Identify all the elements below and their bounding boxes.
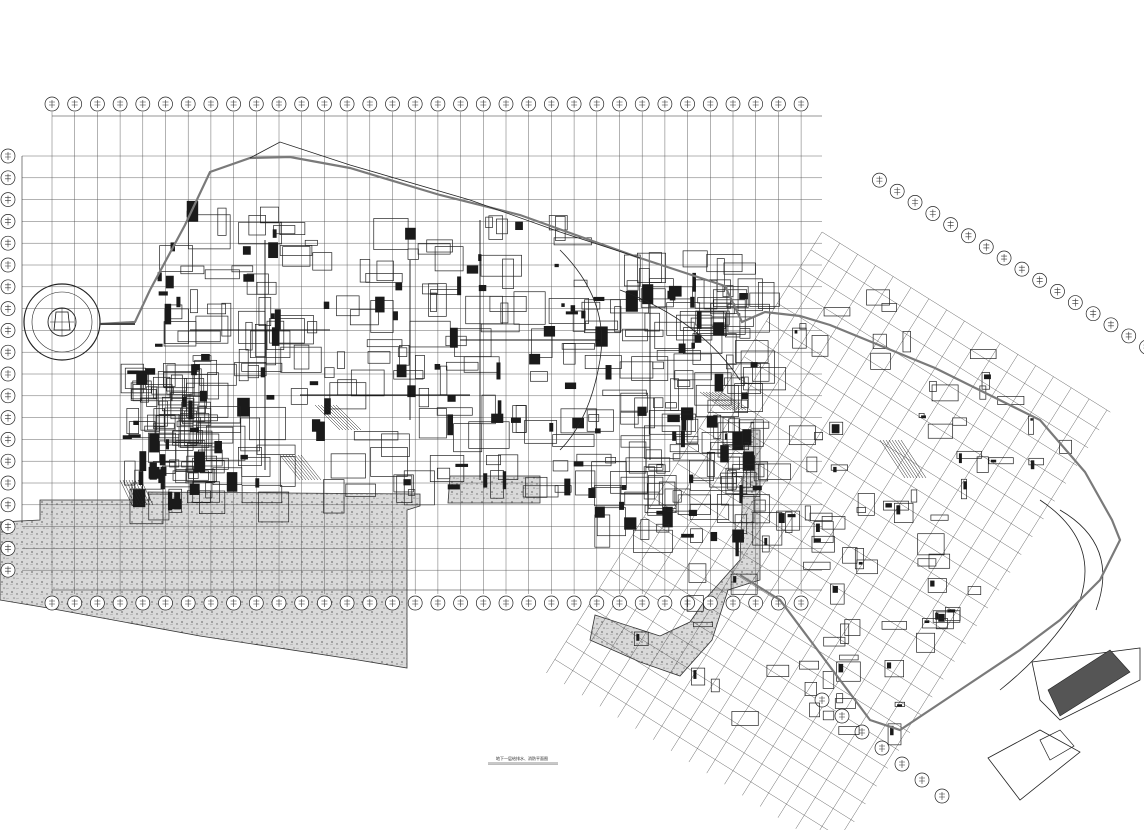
hatched-zone-southwest [0, 491, 421, 669]
adjacent-building-block [987, 647, 1141, 801]
structural-grid-main [21, 112, 822, 594]
drawing-title: 地下一层给排水、消防平面图 [488, 755, 558, 765]
hatched-zone-south-central [447, 475, 541, 504]
inner-boundary-line [249, 141, 641, 259]
structural-grid-east-wing [546, 231, 1111, 830]
circular-ramp [23, 283, 135, 361]
room-partitions [119, 200, 1104, 746]
svg-text:地下一层给排水、消防平面图: 地下一层给排水、消防平面图 [496, 755, 548, 761]
